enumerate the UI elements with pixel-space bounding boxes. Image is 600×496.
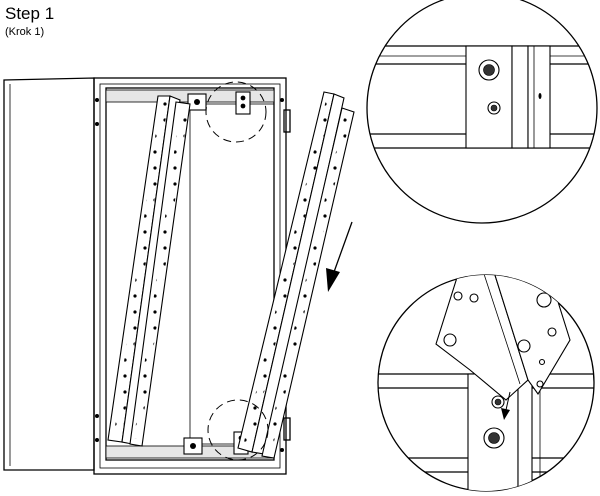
step-title: Step 1: [5, 4, 55, 23]
step-subtitle: (Krok 1): [5, 26, 45, 38]
mounting-plate: [189, 103, 275, 445]
cabinet: [3, 77, 291, 475]
rail-right: [237, 91, 355, 459]
hinge-top: [283, 109, 291, 133]
direction-arrow: [326, 221, 353, 292]
detail-marker-top: [205, 81, 267, 143]
rail-left: [107, 95, 191, 447]
detail-view-bottom: [377, 274, 595, 492]
cabinet-door: [3, 77, 95, 471]
hinge-bottom: [283, 417, 291, 441]
detail-marker-bottom: [207, 399, 269, 461]
detail-view-top: [366, 0, 598, 224]
